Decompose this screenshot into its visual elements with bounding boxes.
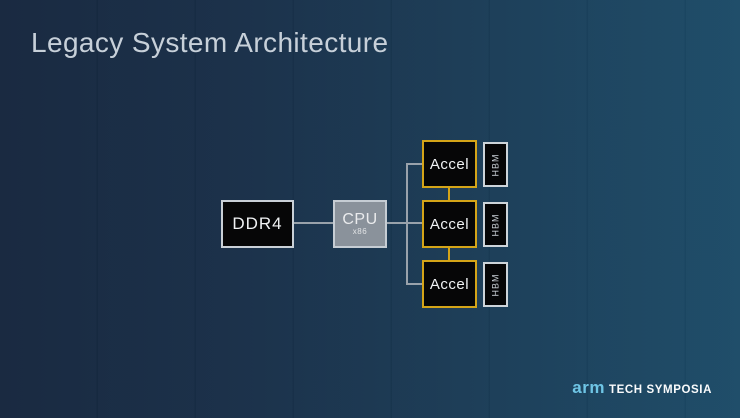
ddr4-label: DDR4 [232, 214, 283, 233]
hbm-block-1: HBM [483, 142, 508, 187]
hbm-block-2: HBM [483, 202, 508, 247]
connector-trunk-accel3 [406, 283, 422, 285]
cpu-block: CPU x86 [333, 200, 387, 248]
cpu-sublabel: x86 [352, 227, 368, 236]
accel-label: Accel [429, 275, 470, 293]
hbm-label: HBM [490, 273, 501, 296]
connector-trunk-accel1 [406, 163, 422, 165]
cpu-label: CPU [342, 211, 378, 228]
connector-trunk-vertical [406, 163, 408, 285]
accel-block-3: Accel [422, 260, 477, 308]
connector-accel1-accel2 [448, 188, 450, 200]
connector-ddr4-cpu [294, 222, 333, 224]
tech-symposia-wordmark: TECH SYMPOSIA [608, 383, 712, 396]
ddr4-block: DDR4 [221, 200, 294, 248]
accel-block-1: Accel [422, 140, 477, 188]
hbm-label: HBM [490, 153, 501, 176]
hbm-block-3: HBM [483, 262, 508, 307]
accel-label: Accel [429, 155, 470, 173]
page-title: Legacy System Architecture [31, 27, 389, 58]
accel-block-2: Accel [422, 200, 477, 248]
footer-logo: arm TECH SYMPOSIA [572, 379, 712, 397]
connector-cpu-accel2 [387, 222, 422, 224]
hbm-label: HBM [490, 213, 501, 236]
connector-accel2-accel3 [448, 248, 450, 260]
arm-logo: arm [572, 377, 605, 397]
accel-label: Accel [429, 215, 470, 233]
